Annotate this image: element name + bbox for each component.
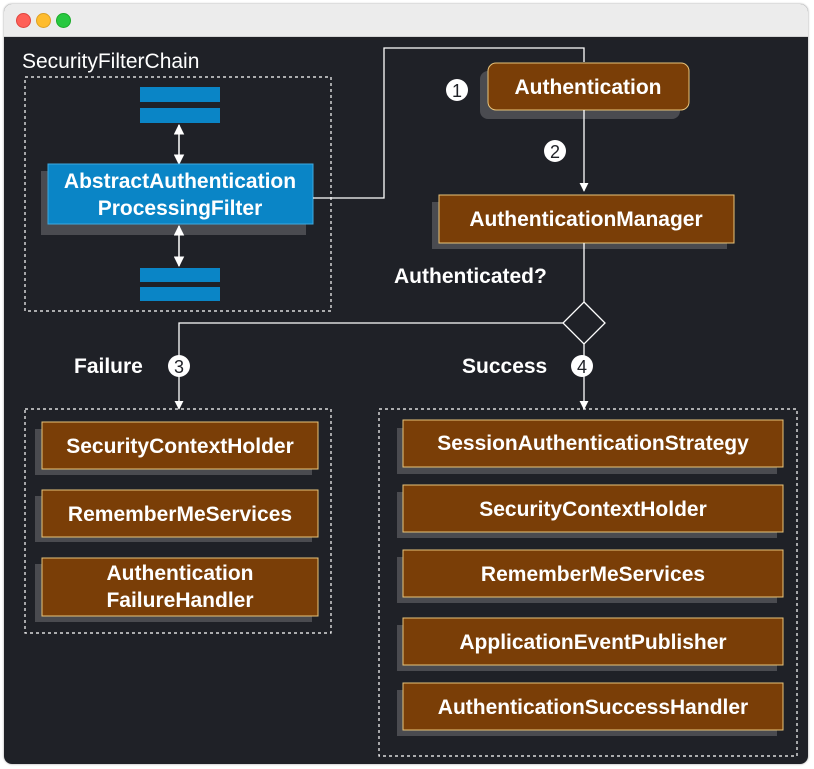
authentication-label: Authentication xyxy=(515,76,662,99)
zoom-window-button[interactable] xyxy=(56,13,71,28)
success-session-authentication-strategy xyxy=(402,419,784,468)
success-item-1-label: SessionAuthenticationStrategy xyxy=(437,432,749,455)
step-3-badge xyxy=(168,355,190,377)
abstract-authentication-processing-filter xyxy=(47,163,314,225)
authentication-box xyxy=(487,62,690,111)
success-group xyxy=(378,408,798,757)
authentication-manager-box xyxy=(438,194,735,244)
step-1-badge xyxy=(446,79,468,101)
success-item-4-label: ApplicationEventPublisher xyxy=(459,631,726,654)
decision-to-failure-line xyxy=(174,322,563,410)
step-2-number: 2 xyxy=(550,142,560,162)
filter-to-authentication-line xyxy=(313,47,585,199)
success-item-3-label: RememberMeServices xyxy=(481,563,705,586)
success-item-2-label: SecurityContextHolder xyxy=(479,498,707,521)
success-security-context-holder xyxy=(402,484,784,533)
filter-top-1 xyxy=(140,87,220,102)
failure-label: Failure xyxy=(74,355,143,378)
security-filter-chain-group xyxy=(24,76,332,312)
filter-top-2 xyxy=(140,108,220,123)
authentication-flow-diagram: SecurityFilterChain AbstractAuthenticati… xyxy=(22,47,798,757)
window-titlebar xyxy=(4,4,808,37)
diagram-canvas: SecurityFilterChain AbstractAuthenticati… xyxy=(4,4,808,764)
success-application-event-publisher xyxy=(402,617,784,666)
step-2-badge xyxy=(544,140,566,162)
step-3-number: 3 xyxy=(174,357,184,377)
failure-handler-label-line2: FailureHandler xyxy=(106,589,253,612)
close-window-button[interactable] xyxy=(16,13,31,28)
filter-bottom-1 xyxy=(140,268,220,282)
failure-security-context-holder xyxy=(41,421,319,470)
authentication-success-handler xyxy=(402,682,784,731)
failure-item-2-label: RememberMeServices xyxy=(68,503,292,526)
success-remember-me-services xyxy=(402,549,784,598)
authenticated-question-label: Authenticated? xyxy=(394,265,547,288)
step-1-number: 1 xyxy=(452,81,462,101)
filter-bottom-2 xyxy=(140,287,220,301)
step-4-number: 4 xyxy=(577,357,587,377)
failure-handler-label-line1: Authentication xyxy=(107,562,254,585)
app-window: SecurityFilterChain AbstractAuthenticati… xyxy=(4,4,808,764)
authentication-manager-label: AuthenticationManager xyxy=(469,208,702,231)
security-filter-chain-label: SecurityFilterChain xyxy=(22,50,199,73)
success-label: Success xyxy=(462,355,547,378)
failure-remember-me-services xyxy=(41,489,319,538)
step-4-badge xyxy=(571,355,593,377)
minimize-window-button[interactable] xyxy=(36,13,51,28)
success-item-5-label: AuthenticationSuccessHandler xyxy=(438,696,748,719)
authenticated-decision-diamond xyxy=(562,301,606,345)
filter-main-label-line2: ProcessingFilter xyxy=(98,197,263,220)
failure-group xyxy=(24,408,332,634)
filter-main-label-line1: AbstractAuthentication xyxy=(64,170,296,193)
authentication-failure-handler xyxy=(41,557,319,617)
failure-item-1-label: SecurityContextHolder xyxy=(66,435,294,458)
